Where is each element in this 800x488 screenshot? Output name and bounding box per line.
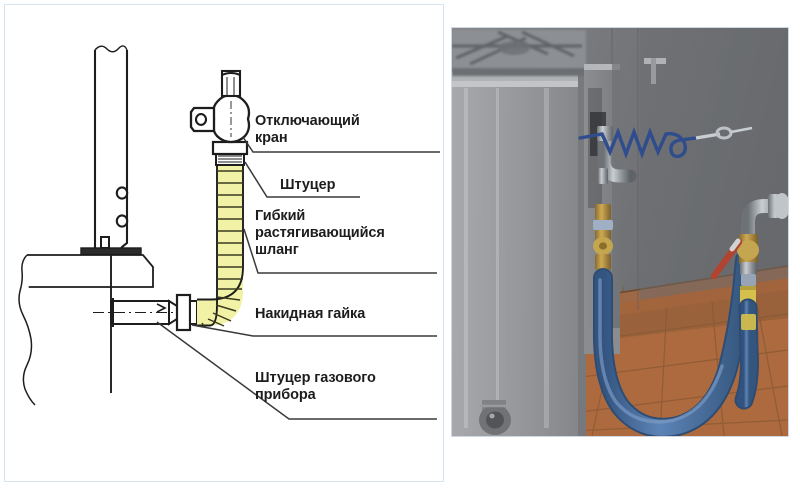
union-nut [175,293,198,332]
kitchen-photograph [452,28,788,436]
valve-side-lug [189,106,216,133]
label-appliance-nipple: Штуцер газового прибора [255,370,376,403]
appliance-body [18,254,154,406]
valve-nipple [211,140,249,166]
valve-stem [220,69,242,98]
leader-nipple [244,161,360,198]
photo-panel [452,28,788,436]
leader-flexible-hose [243,228,437,274]
leader-appliance-nipple [156,321,437,420]
diagram-panel: Отключающий кран Штуцер Гибкий растягива… [4,4,444,482]
leader-union-nut [191,324,437,337]
shutoff-valve-body [211,93,251,144]
leader-lines [156,136,440,420]
label-shutoff-valve: Отключающий кран [255,113,360,146]
label-flexible-hose: Гибкий растягивающийся шланг [255,208,385,258]
bracket-bolt-hole-upper [115,186,129,200]
bracket-base-plate [80,247,142,256]
diagram-drawing [18,45,440,420]
bracket-bolt-hole-lower [115,214,129,228]
appliance-nipple [93,298,178,327]
label-nipple: Штуцер [280,177,336,193]
leader-shutoff-valve [242,136,440,153]
flexible-hose [197,165,244,327]
bracket-foot-tab [100,236,110,249]
label-union-nut: Накидная гайка [255,306,366,322]
